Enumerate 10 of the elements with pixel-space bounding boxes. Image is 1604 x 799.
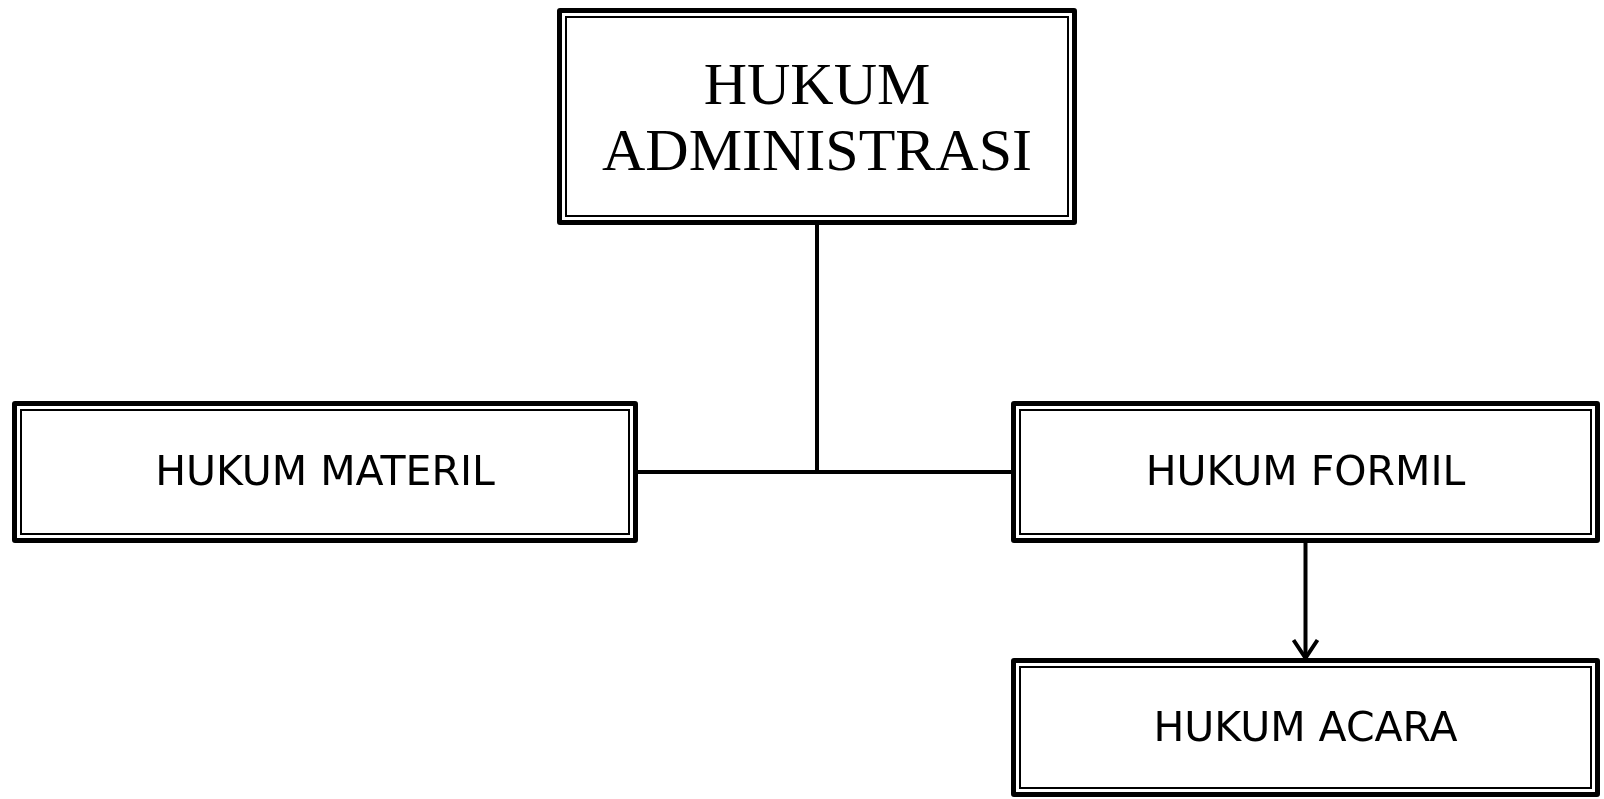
box-label: HUKUM MATERIL [154,446,496,498]
box-label: HUKUM ADMINISTRASI [601,50,1033,183]
connector-line [815,225,1011,474]
box-label: HUKUM FORMIL [1144,446,1467,498]
process-box [1011,401,1600,543]
process-box [1011,658,1600,797]
process-box [557,8,1077,225]
process-box [12,401,638,543]
box-label: HUKUM ACARA [1152,701,1459,753]
arrow [1291,543,1320,660]
